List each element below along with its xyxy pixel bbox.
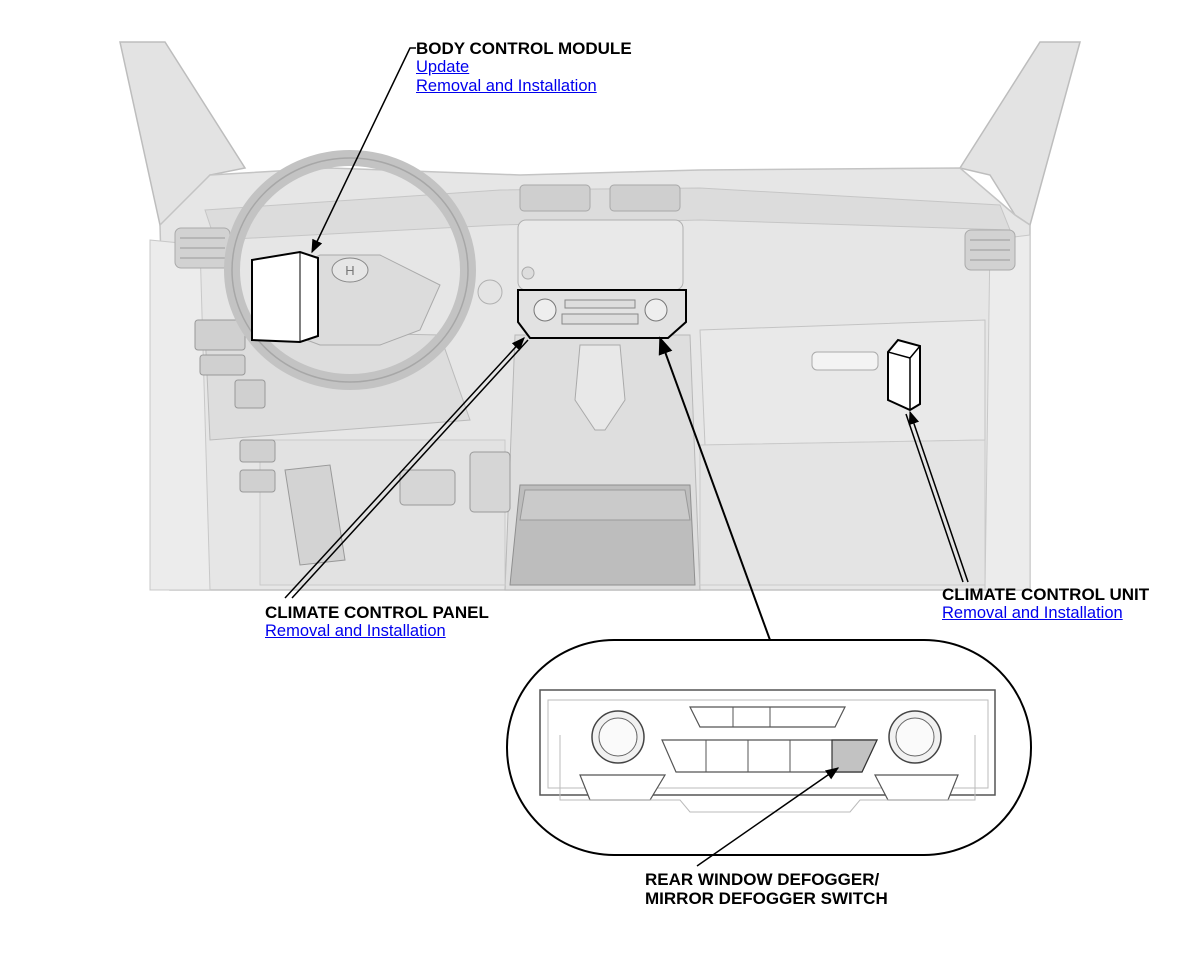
climate-control-unit-callout: CLIMATE CONTROL UNIT Removal and Install… bbox=[942, 585, 1149, 623]
bcm-leader bbox=[311, 47, 416, 254]
bcm-removal-link[interactable]: Removal and Installation bbox=[416, 77, 597, 95]
inset-leader bbox=[658, 336, 771, 641]
accelerator-pedal bbox=[469, 451, 511, 513]
climate-control-panel-outline bbox=[517, 289, 687, 339]
gear-shifter bbox=[574, 344, 626, 431]
right-door-panel bbox=[984, 234, 1031, 591]
ccp-removal-link[interactable]: Removal and Installation bbox=[265, 622, 446, 640]
center-left-vent bbox=[519, 184, 591, 212]
footrest bbox=[284, 464, 346, 566]
center-right-vent bbox=[609, 184, 681, 212]
ccu-leader-2 bbox=[905, 413, 964, 583]
glove-box-handle bbox=[811, 351, 879, 371]
center-display bbox=[517, 219, 684, 291]
climate-control-unit bbox=[887, 338, 921, 412]
brake-pedal bbox=[399, 469, 456, 506]
ccp-leader-left-2 bbox=[291, 339, 529, 599]
defogger-title-line-1: REAR WINDOW DEFOGGER/ bbox=[645, 870, 880, 889]
defogger-switch-button bbox=[831, 739, 878, 773]
left-door-panel bbox=[149, 239, 211, 591]
passenger-floor bbox=[699, 439, 986, 586]
body-control-module-callout: BODY CONTROL MODULE Update Removal and I… bbox=[416, 39, 632, 96]
body-control-module bbox=[251, 250, 319, 344]
defogger-title-line-2: MIRROR DEFOGGER SWITCH bbox=[645, 889, 888, 908]
defogger-switch-callout: REAR WINDOW DEFOGGER/ MIRROR DEFOGGER SW… bbox=[645, 870, 888, 908]
ccu-removal-link[interactable]: Removal and Installation bbox=[942, 604, 1123, 622]
climate-panel-detail-inset bbox=[506, 639, 1032, 856]
bcm-title: BODY CONTROL MODULE bbox=[416, 39, 632, 58]
climate-control-panel-callout: CLIMATE CONTROL PANEL Removal and Instal… bbox=[265, 603, 489, 641]
ccp-leader-left bbox=[284, 337, 525, 599]
dashboard-illustration: H bbox=[119, 41, 1081, 591]
glove-box bbox=[699, 319, 986, 446]
ccu-title: CLIMATE CONTROL UNIT bbox=[942, 585, 1150, 604]
ccu-leader bbox=[908, 410, 969, 583]
defogger-leader bbox=[696, 767, 840, 867]
ccp-title: CLIMATE CONTROL PANEL bbox=[265, 603, 489, 622]
bcm-update-link[interactable]: Update bbox=[416, 58, 470, 76]
leader-lines bbox=[284, 47, 969, 867]
svg-text:H: H bbox=[345, 263, 354, 278]
